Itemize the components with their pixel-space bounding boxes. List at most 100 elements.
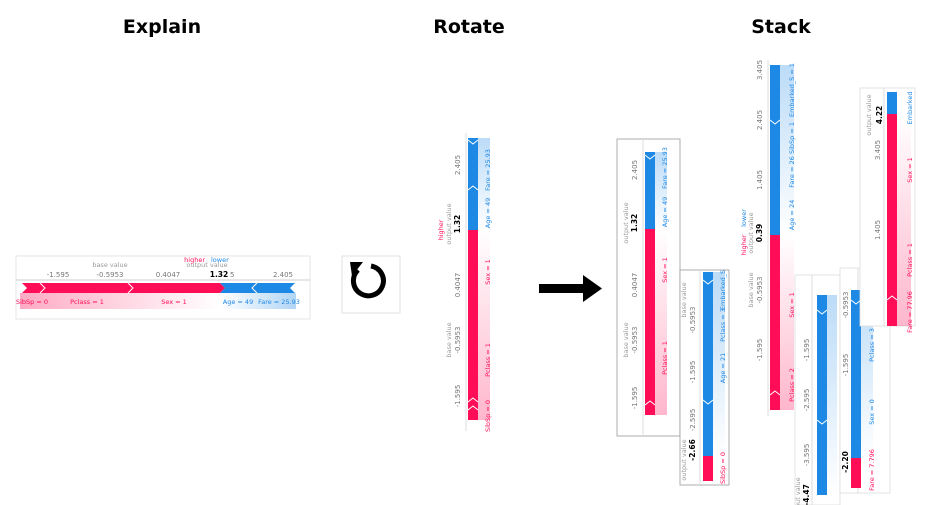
rotated-tick-3: 0.4047 <box>454 273 462 298</box>
explain-blue-bar <box>220 283 295 293</box>
stack-plot-3: 3.405 2.405 1.405 0.39 output value -0.5… <box>740 60 796 416</box>
explain-tick-suffix: 5 <box>230 271 234 279</box>
stack-p1-tick: -1.595 <box>631 387 639 410</box>
stack-p3-feature: Fare = 26 <box>788 156 796 188</box>
stack-p2-tick: -0.5953 <box>689 306 697 333</box>
stack-p4-output: -4.47 <box>802 484 811 505</box>
rotated-feature-age: Age = 49 <box>484 198 492 228</box>
stack-p5-feature: Fare = 7.796 <box>868 449 876 491</box>
right-arrow-icon <box>539 275 602 302</box>
stack-p1-feature: Age = 49 <box>661 197 669 227</box>
feature-fare: Fare = 25.93 <box>258 298 300 306</box>
stack-p3-feature: Pclass = 2 <box>788 368 796 402</box>
rotated-blue-shade <box>478 138 490 230</box>
stack-plot-1: 2.405 1.32 output value 0.4047 -0.5953 b… <box>616 138 681 437</box>
rotated-output-label: output value <box>445 203 453 244</box>
rotated-red-bar <box>468 230 478 420</box>
stack-p6-tick: 1.405 <box>874 220 882 240</box>
stack-p3-lower-label: lower <box>740 209 748 227</box>
rotated-feature-sibsp: SibSp = 0 <box>484 400 492 432</box>
explain-blue-shade <box>220 293 296 309</box>
stack-p5-feature: Pclass = 3 <box>868 328 876 362</box>
stack-p3-feature: Embarked_S = 1 <box>788 63 796 117</box>
feature-sibsp: SibSp = 0 <box>16 298 48 306</box>
rotated-tick-5: -1.595 <box>454 385 462 408</box>
rotated-force-plot: 2.405 1.32 output value 0.4047 -0.5953 b… <box>437 133 500 432</box>
rotated-feature-pclass: Pclass = 1 <box>484 343 492 377</box>
explain-tick-3: 0.4047 <box>156 271 181 279</box>
stack-p3-higher-label: higher <box>740 234 748 255</box>
stack-p1-output: 1.32 <box>630 214 639 233</box>
stack-plot-5: -0.5953 -1.595 -2.20 Pclass = 3 Sex = 0 … <box>839 267 891 494</box>
higher-label: higher <box>184 256 205 264</box>
stack-p3-feature: Sex = 1 <box>788 292 796 318</box>
stack-p6-output: 4.22 <box>875 106 884 125</box>
explain-blue-chevron <box>251 282 258 294</box>
output-value-label: output value <box>186 261 227 269</box>
stack-p5-tick: -1.595 <box>842 354 850 377</box>
stack-p3-output: 0.39 <box>755 224 764 243</box>
stack-p1-tick: 2.405 <box>631 160 639 180</box>
stack-p2-output: -2.66 <box>688 439 697 461</box>
stack-p2-feature: Embarked_S <box>719 270 727 310</box>
stack-p6-feature: Pclass = 1 <box>906 243 914 277</box>
rotated-tick-1: 2.405 <box>454 155 462 175</box>
stack-p1-feature: Fare = 25.93 <box>661 147 669 189</box>
stack-p6-feature: Embarked <box>906 92 914 125</box>
stack-p1-feature: Sex = 1 <box>661 257 669 283</box>
explain-force-plot: base value output value higher lower -1.… <box>15 255 311 320</box>
stack-p6-feature: Sex = 1 <box>906 157 914 183</box>
stack-p1-base-label: base value <box>622 322 630 357</box>
stack-p3-tick: 3.405 <box>756 60 764 80</box>
stack-p3-tick: -1.595 <box>756 339 764 362</box>
rotated-red-shade <box>478 230 490 420</box>
explain-red-shade <box>20 293 220 309</box>
stack-p5-feature: Sex = 0 <box>868 399 876 425</box>
explain-tick-1: -1.595 <box>47 271 70 279</box>
stack-p1-output-label: output value <box>622 202 630 243</box>
stack-p6-output-label: output value <box>865 94 873 135</box>
stack-p2-output-label: output value <box>680 439 688 480</box>
stack-p3-feature: SibSp = 1 <box>788 122 796 154</box>
stack-plot-4: -1.595 -2.595 -3.595 -4.47 output value <box>794 274 841 505</box>
rotated-feature-sex: Sex = 1 <box>484 259 492 285</box>
stack-p5-tick: -0.5953 <box>842 291 850 318</box>
explain-red-bar <box>22 283 225 293</box>
stack-plot-6: 4.22 output value 3.405 1.405 Embarked S… <box>859 87 916 333</box>
explain-tick-5: 2.405 <box>273 271 293 279</box>
stack-p5-output: -2.20 <box>841 451 850 473</box>
base-value-label: base value <box>92 261 127 269</box>
stack-p3-tick: -0.5953 <box>756 276 764 303</box>
stack-p1-tick: 0.4047 <box>631 273 639 298</box>
explain-output-value: 1.32 <box>210 270 229 279</box>
counter-clockwise-rotate-icon <box>341 255 401 314</box>
stack-p2-base-label: base value <box>680 282 688 317</box>
explain-title: Explain <box>122 16 202 38</box>
feature-sex: Sex = 1 <box>161 298 187 306</box>
rotated-blue-bar <box>468 138 478 230</box>
stack-p4-tick: -2.595 <box>803 389 811 412</box>
stack-plot-2: -0.5953 base value -1.595 -2.595 -2.66 o… <box>679 269 730 486</box>
rotated-output-value: 1.32 <box>453 215 462 234</box>
stack-p3-base-label: base value <box>747 272 755 307</box>
lower-label: lower <box>211 256 229 264</box>
stack-p4-output-label: output value <box>794 477 802 505</box>
stack-p1-feature: Pclass = 1 <box>661 341 669 375</box>
stack-p3-tick: 2.405 <box>756 110 764 130</box>
stack-p4-tick: -1.595 <box>803 339 811 362</box>
stack-p1-tick: -0.5953 <box>631 326 639 353</box>
stack-p3-output-label: output value <box>747 212 755 253</box>
stack-p6-tick: 3.405 <box>874 140 882 160</box>
stack-p3-tick: 1.405 <box>756 170 764 190</box>
stack-p4-tick: -3.595 <box>803 444 811 467</box>
stack-p2-feature: Pclass = 3 <box>719 308 727 342</box>
rotated-higher-label: higher <box>437 219 445 240</box>
stack-p2-tick: -2.595 <box>689 409 697 432</box>
rotated-tick-4: -0.5953 <box>454 326 462 353</box>
explain-red-chevron <box>39 282 46 294</box>
stack-p2-tick: -1.595 <box>689 361 697 384</box>
stack-p2-feature: SibSp = 0 <box>719 452 727 484</box>
stack-p3-feature: Age = 24 <box>788 200 796 230</box>
feature-age: Age = 49 <box>223 298 253 306</box>
